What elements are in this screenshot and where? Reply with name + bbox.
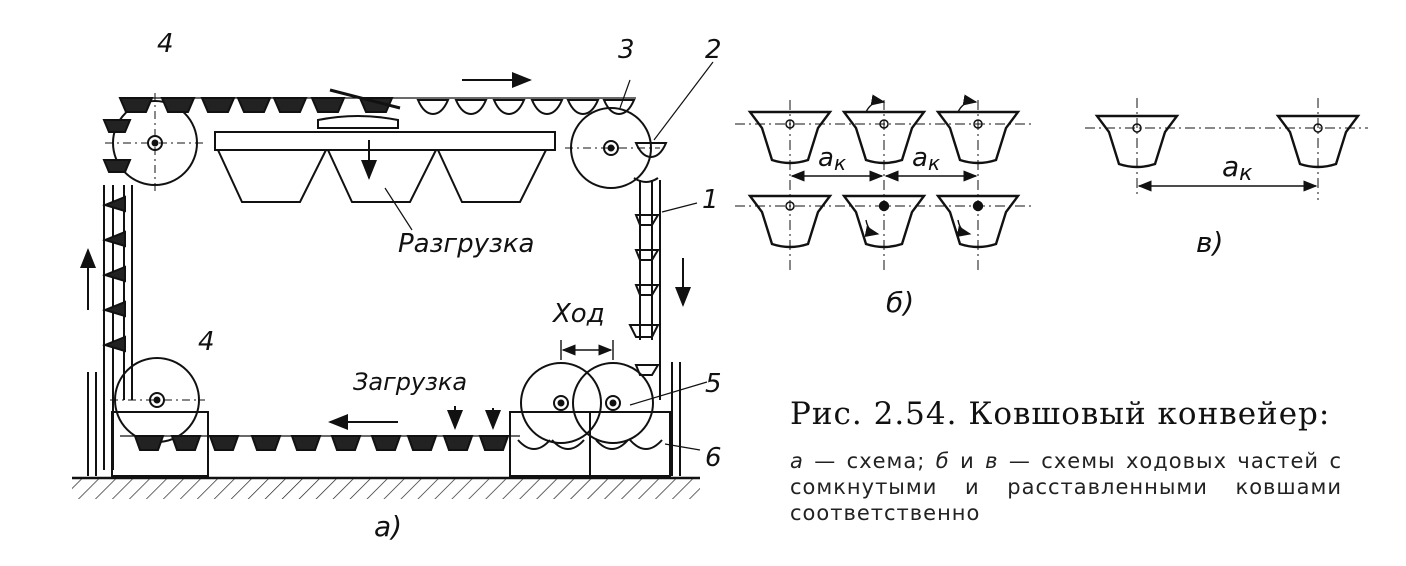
load-label: Загрузка	[353, 368, 467, 396]
unload-label: Разгрузка	[398, 229, 534, 259]
sprocket-top-left	[105, 93, 205, 193]
pitch-label-v: aк	[1222, 150, 1253, 186]
top-run-filled-buckets	[118, 97, 394, 113]
caption-v: в	[985, 449, 999, 473]
number-6: 6	[705, 443, 722, 473]
closed-buckets-scheme-b	[735, 94, 1035, 270]
sprocket-bottom-right-a	[520, 362, 602, 444]
load-frames	[87, 362, 681, 477]
tipping-cam	[317, 115, 399, 129]
caption-dash1: — схема;	[803, 449, 936, 473]
subfig-v-label: в)	[1196, 226, 1223, 259]
caption-a: а	[790, 449, 804, 473]
stroke-dimension	[560, 340, 614, 360]
number-2: 2	[705, 35, 722, 65]
number-4-bottom: 4	[198, 327, 215, 357]
pitch-label-b1: aк	[818, 143, 846, 175]
caption-rest: — схемы ходовых частей с сомкнутыми и ра…	[790, 449, 1342, 525]
stroke-label: Ход	[551, 299, 605, 329]
caption-b: б	[935, 449, 950, 473]
number-5: 5	[705, 369, 722, 399]
conveyor-scheme-a	[72, 61, 714, 499]
subfig-b-label: б)	[886, 286, 914, 319]
sprocket-bottom-right-b	[572, 362, 654, 444]
right-vertical-run	[628, 177, 691, 400]
number-3: 3	[618, 35, 635, 65]
bottom-run-buckets	[133, 435, 510, 451]
subfig-a-label: а)	[374, 510, 402, 543]
pitch-label-b2: aк	[912, 143, 940, 175]
caption-and: и	[949, 449, 986, 473]
figure-caption-body: а — схема; б и в — схемы ходовых частей …	[790, 448, 1342, 526]
spaced-buckets-scheme-v	[1085, 98, 1368, 200]
number-1: 1	[702, 185, 719, 215]
ground-hatch	[72, 476, 700, 499]
left-vertical-run	[80, 119, 133, 470]
sprocket-top-right	[565, 107, 660, 189]
figure-caption-title: Рис. 2.54. Ковшовый конвейер:	[790, 396, 1331, 432]
unload-hoppers	[214, 131, 556, 203]
number-4-top: 4	[157, 29, 174, 59]
top-run-empty-buckets	[416, 99, 668, 159]
